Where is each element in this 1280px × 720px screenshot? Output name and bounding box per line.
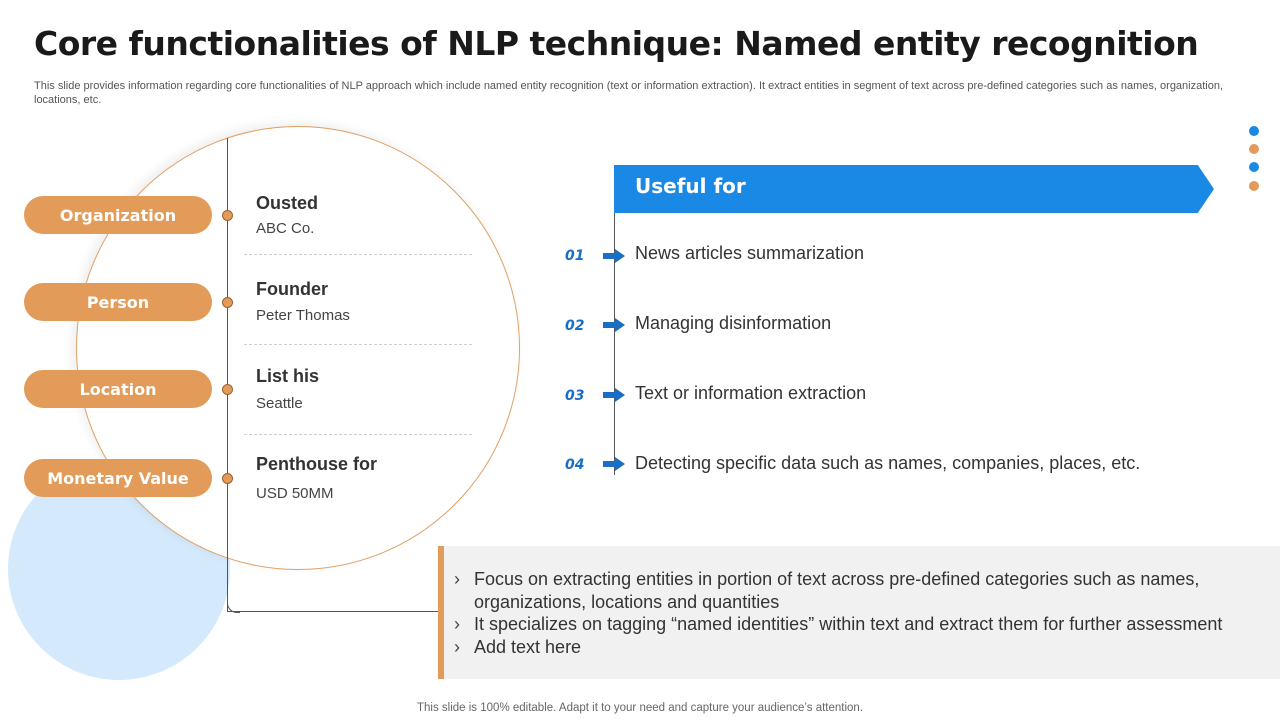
slide-dot bbox=[1249, 162, 1259, 172]
connector-line bbox=[227, 138, 228, 612]
connector-corner bbox=[227, 600, 240, 613]
arrow-right-icon bbox=[603, 388, 625, 402]
list-item: › It specializes on tagging “named identi… bbox=[454, 613, 1264, 636]
note-text: Focus on extracting entities in portion … bbox=[474, 569, 1200, 612]
connector-dot bbox=[222, 384, 233, 395]
divider bbox=[244, 254, 472, 255]
note-text: Add text here bbox=[474, 636, 582, 657]
useful-for-title: Useful for bbox=[635, 174, 746, 198]
entity-heading: List his bbox=[256, 366, 320, 386]
notes-box bbox=[438, 546, 1280, 679]
useful-for-banner bbox=[614, 165, 1214, 213]
slide-dot bbox=[1249, 144, 1259, 154]
category-pill-location: Location bbox=[24, 370, 212, 408]
divider bbox=[244, 434, 472, 435]
entity-heading: Penthouse for bbox=[256, 454, 378, 474]
entity-heading: Ousted bbox=[256, 193, 319, 213]
item-number: 01 bbox=[565, 248, 585, 264]
connector-line-horizontal bbox=[227, 611, 439, 612]
connector-dot bbox=[222, 210, 233, 221]
category-pill-organization: Organization bbox=[24, 196, 212, 234]
useful-item-text: Detecting specific data such as names, c… bbox=[635, 453, 1141, 473]
arrow-right-icon bbox=[603, 457, 625, 471]
notes-list: › Focus on extracting entities in portion… bbox=[454, 568, 1264, 658]
chevron-right-icon: › bbox=[454, 614, 460, 634]
useful-item-text: Managing disinformation bbox=[635, 313, 832, 333]
category-pill-person: Person bbox=[24, 283, 212, 321]
item-number: 03 bbox=[565, 388, 585, 404]
connector-dot bbox=[222, 297, 233, 308]
arrow-right-icon bbox=[603, 318, 625, 332]
note-text: It specializes on tagging “named identit… bbox=[474, 614, 1223, 634]
entity-heading: Founder bbox=[256, 279, 328, 299]
useful-for-line bbox=[614, 213, 615, 475]
entity-value: Seattle bbox=[256, 395, 303, 412]
divider bbox=[244, 344, 472, 345]
list-item: › Add text here bbox=[454, 636, 1264, 659]
category-pill-monetary-value: Monetary Value bbox=[24, 459, 212, 497]
useful-item-text: News articles summarization bbox=[635, 243, 865, 263]
page-title: Core functionalities of NLP technique: N… bbox=[34, 24, 1199, 63]
arrow-right-icon bbox=[603, 249, 625, 263]
item-number: 04 bbox=[565, 457, 585, 473]
entity-value: Peter Thomas bbox=[256, 307, 350, 324]
slide-dot bbox=[1249, 126, 1259, 136]
list-item: › Focus on extracting entities in portion… bbox=[454, 568, 1264, 613]
footer-text: This slide is 100% editable. Adapt it to… bbox=[416, 702, 864, 714]
chevron-right-icon: › bbox=[454, 636, 460, 657]
chevron-right-icon: › bbox=[454, 569, 460, 589]
entity-value: ABC Co. bbox=[256, 220, 315, 237]
entity-value: USD 50MM bbox=[256, 485, 334, 502]
page-subtitle: This slide provides information regardin… bbox=[34, 80, 1224, 106]
notes-accent-bar bbox=[438, 546, 444, 679]
connector-dot bbox=[222, 473, 233, 484]
useful-item-text: Text or information extraction bbox=[635, 383, 867, 403]
slide-dot bbox=[1249, 181, 1259, 191]
item-number: 02 bbox=[565, 318, 585, 334]
